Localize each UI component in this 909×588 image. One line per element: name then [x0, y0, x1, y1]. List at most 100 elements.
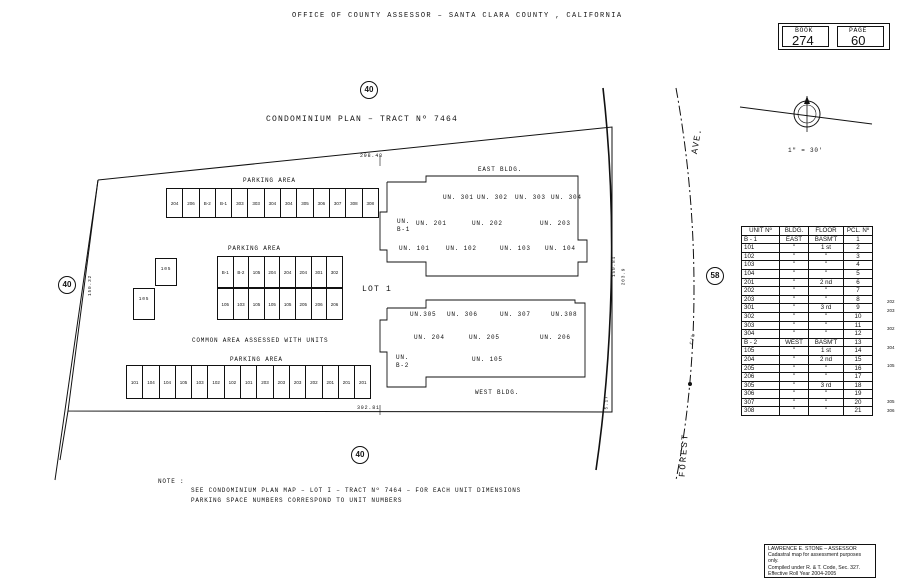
unit-label: UN. 306: [447, 311, 478, 318]
book-number: 274: [792, 33, 814, 48]
unit-cell: 102: [741, 251, 780, 262]
building-cell: ": [779, 406, 809, 417]
parking-space: 308: [346, 188, 363, 218]
floor-cell: BASM'T: [808, 337, 844, 348]
floor-cell: 2 nd: [808, 354, 844, 365]
building-cell: ": [779, 346, 809, 356]
floor-cell: ": [808, 251, 844, 262]
table-row: 306""19: [741, 389, 873, 399]
parking-space: 201: [355, 365, 372, 399]
bottom-dimension: 302.81: [357, 405, 380, 411]
floor-cell: ": [808, 372, 844, 382]
parking-space: 105: [264, 288, 281, 320]
unit-label: UN. 204: [414, 334, 445, 341]
parking-space: B-1: [218, 256, 234, 288]
right-dimension-2: 203.9: [621, 267, 627, 286]
parking-space: 304: [264, 188, 282, 218]
floor-cell: ": [808, 320, 844, 331]
parcel-cell: 15: [843, 354, 873, 365]
office-header: OFFICE OF COUNTY ASSESSOR – SANTA CLARA …: [292, 12, 623, 20]
floor-cell: ": [808, 397, 844, 408]
table-row: 308""21: [741, 406, 873, 417]
table-side-note: 304: [887, 345, 895, 350]
parcel-cell: 11: [843, 320, 873, 331]
parking-space: 303: [248, 188, 265, 218]
unit-cell: 205: [741, 363, 780, 374]
west-building-label: WEST BLDG.: [475, 389, 520, 396]
building-cell: ": [779, 363, 809, 374]
unit-cell: 105: [741, 346, 780, 356]
building-cell: ": [779, 303, 809, 313]
parcel-cell: 9: [843, 303, 873, 313]
parking-space: 201: [322, 365, 339, 399]
table-row: 104""5: [741, 268, 873, 279]
parking-space: B-2: [233, 256, 250, 288]
note-line-1: SEE CONDOMINIUM PLAN MAP – LOT I – TRACT…: [191, 487, 522, 494]
page-cell: [837, 26, 884, 47]
building-cell: EAST: [779, 234, 809, 245]
building-cell: ": [779, 389, 809, 399]
parking-space: 103: [233, 288, 250, 320]
parcel-cell: 18: [843, 380, 873, 391]
parking-space: 105: [280, 288, 296, 320]
unit-cell: 202: [741, 286, 780, 296]
table-row: 302""10: [741, 311, 873, 322]
unit-cell: B - 2: [741, 337, 780, 348]
parcel-cell: 13: [843, 337, 873, 348]
parking-space: 206: [311, 288, 328, 320]
unit-cell: 306: [741, 389, 780, 399]
unit-cell: 206: [741, 372, 780, 382]
parking-space: 306: [313, 188, 330, 218]
storage-box: 105: [133, 288, 155, 320]
book-label: BOOK: [795, 27, 814, 34]
unit-label: UN. 301: [443, 194, 474, 201]
floor-cell: 2 nd: [808, 277, 844, 288]
parking-space: 203: [273, 365, 290, 399]
footer-code-reference: Compiled under R. & T. Code, Sec. 327.: [768, 564, 861, 571]
book-page-box: [778, 23, 890, 50]
table-header-row: UNIT Nº BLDG. FLOOR PCL. Nº: [741, 226, 873, 236]
table-row: 303""11: [741, 320, 873, 331]
unit-cell: 104: [741, 268, 780, 279]
parking-space: 204: [167, 188, 184, 218]
building-cell: ": [779, 260, 809, 270]
map-ref-circle-south: 40: [351, 446, 369, 464]
parcel-cell: 5: [843, 268, 873, 279]
parking-space: 103: [192, 365, 209, 399]
parking-space: 303: [232, 188, 249, 218]
parcel-cell: 17: [843, 372, 873, 382]
unit-cell: 101: [741, 243, 780, 253]
parcel-cell: 7: [843, 286, 873, 296]
plan-title: CONDOMINIUM PLAN – TRACT Nº 7464: [266, 115, 459, 124]
parcel-cell: 4: [843, 260, 873, 270]
parking-space: 305: [297, 188, 314, 218]
unit-cell: 303: [741, 320, 780, 331]
unit-cell: 204: [741, 354, 780, 365]
parking-space: 201: [338, 365, 356, 399]
unit-cell: 301: [741, 303, 780, 313]
building-cell: ": [779, 354, 809, 365]
building-cell: ": [779, 311, 809, 322]
unit-cell: 203: [741, 294, 780, 305]
parking-space: 105: [218, 288, 234, 320]
unit-cell: 302: [741, 311, 780, 322]
floor-cell: ": [808, 260, 844, 270]
storage-box-label: 105: [160, 267, 172, 272]
building-cell: ": [779, 320, 809, 331]
unit-label: UN. 203: [540, 220, 571, 227]
parcel-cell: 20: [843, 397, 873, 408]
parking-space: 203: [257, 365, 274, 399]
parcel-cell: 12: [843, 329, 873, 339]
parcel-cell: 21: [843, 406, 873, 417]
floor-cell: ": [808, 311, 844, 322]
note-label: NOTE :: [158, 478, 185, 485]
basement-label: UN.: [397, 218, 411, 225]
parking-space: 101: [241, 365, 258, 399]
corner-dimension: 5.17: [604, 395, 610, 410]
building-cell: ": [779, 372, 809, 382]
